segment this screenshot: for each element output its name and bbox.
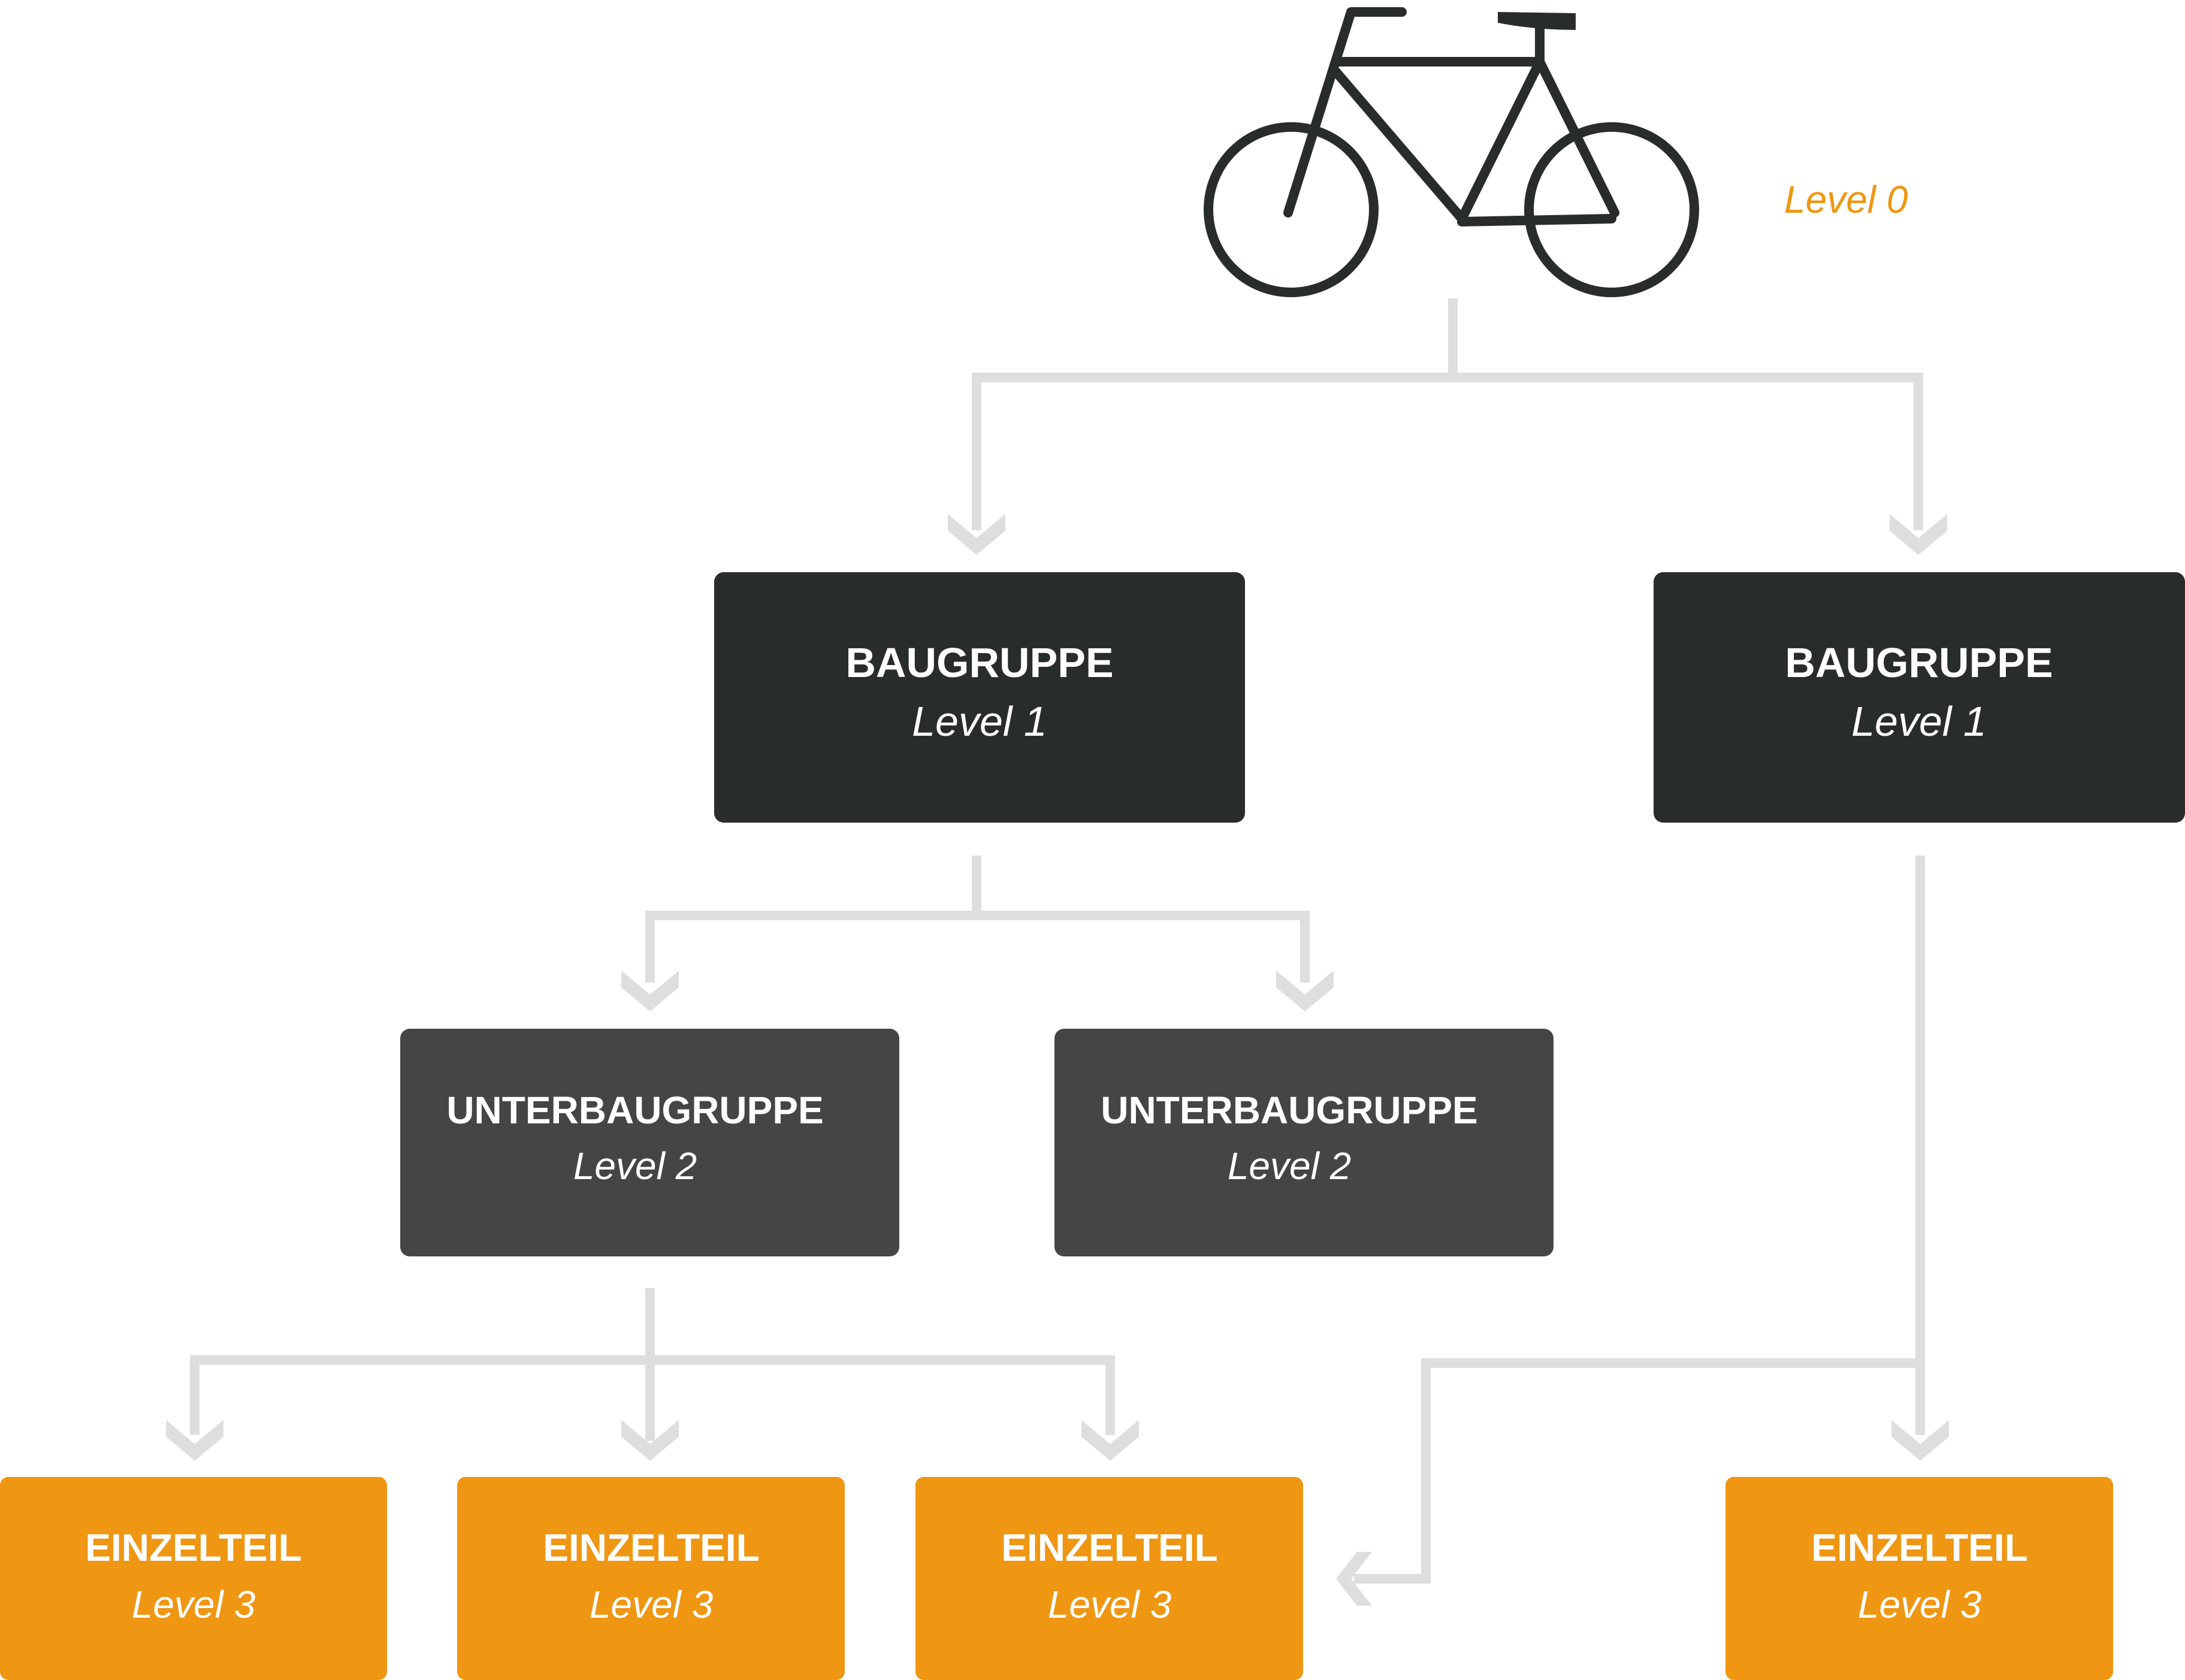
bicycle-icon	[1204, 7, 1699, 297]
node-level: Level 2	[573, 1144, 697, 1188]
arrow-down-icon	[1891, 1420, 1949, 1461]
node-unterbaugruppe-right: UNTERBAUGRUPPE Level 2	[1054, 1029, 1554, 1256]
node-level: Level 3	[590, 1583, 714, 1626]
node-baugruppe-left: BAUGRUPPE Level 1	[714, 572, 1245, 823]
node-einzelteil-4: EINZELTEIL Level 3	[1725, 1477, 2113, 1680]
arrow-down-icon	[1276, 971, 1334, 1011]
node-level: Level 1	[912, 698, 1047, 745]
node-title: EINZELTEIL	[543, 1526, 759, 1569]
node-title: BAUGRUPPE	[1785, 639, 2053, 686]
node-einzelteil-1: EINZELTEIL Level 3	[0, 1477, 387, 1680]
node-title: EINZELTEIL	[1001, 1526, 1217, 1569]
level0-label: Level 0	[1784, 178, 1908, 221]
node-level: Level 3	[132, 1583, 256, 1626]
node-title: EINZELTEIL	[85, 1526, 301, 1569]
node-unterbaugruppe-left: UNTERBAUGRUPPE Level 2	[400, 1029, 899, 1256]
arrow-down-icon	[621, 971, 679, 1011]
arrow-down-icon	[1890, 514, 1947, 555]
node-einzelteil-3: EINZELTEIL Level 3	[915, 1477, 1303, 1680]
node-title: EINZELTEIL	[1811, 1526, 2027, 1569]
arrow-down-icon	[1081, 1420, 1139, 1461]
arrow-down-icon	[621, 1420, 679, 1461]
node-title: BAUGRUPPE	[845, 639, 1113, 686]
node-baugruppe-right: BAUGRUPPE Level 1	[1654, 572, 2185, 823]
arrow-left-icon	[1336, 1552, 1372, 1606]
node-level: Level 3	[1858, 1583, 1982, 1626]
node-title: UNTERBAUGRUPPE	[1101, 1089, 1477, 1132]
node-einzelteil-2: EINZELTEIL Level 3	[457, 1477, 845, 1680]
node-level: Level 3	[1048, 1583, 1172, 1626]
saddle-shape	[1498, 12, 1576, 30]
connectors	[190, 298, 1925, 1584]
node-title: UNTERBAUGRUPPE	[446, 1089, 823, 1132]
arrowheads	[166, 514, 1949, 1606]
arrow-down-icon	[166, 1420, 223, 1461]
node-level: Level 1	[1851, 698, 1987, 745]
node-level: Level 2	[1228, 1144, 1351, 1188]
arrow-down-icon	[948, 514, 1005, 555]
